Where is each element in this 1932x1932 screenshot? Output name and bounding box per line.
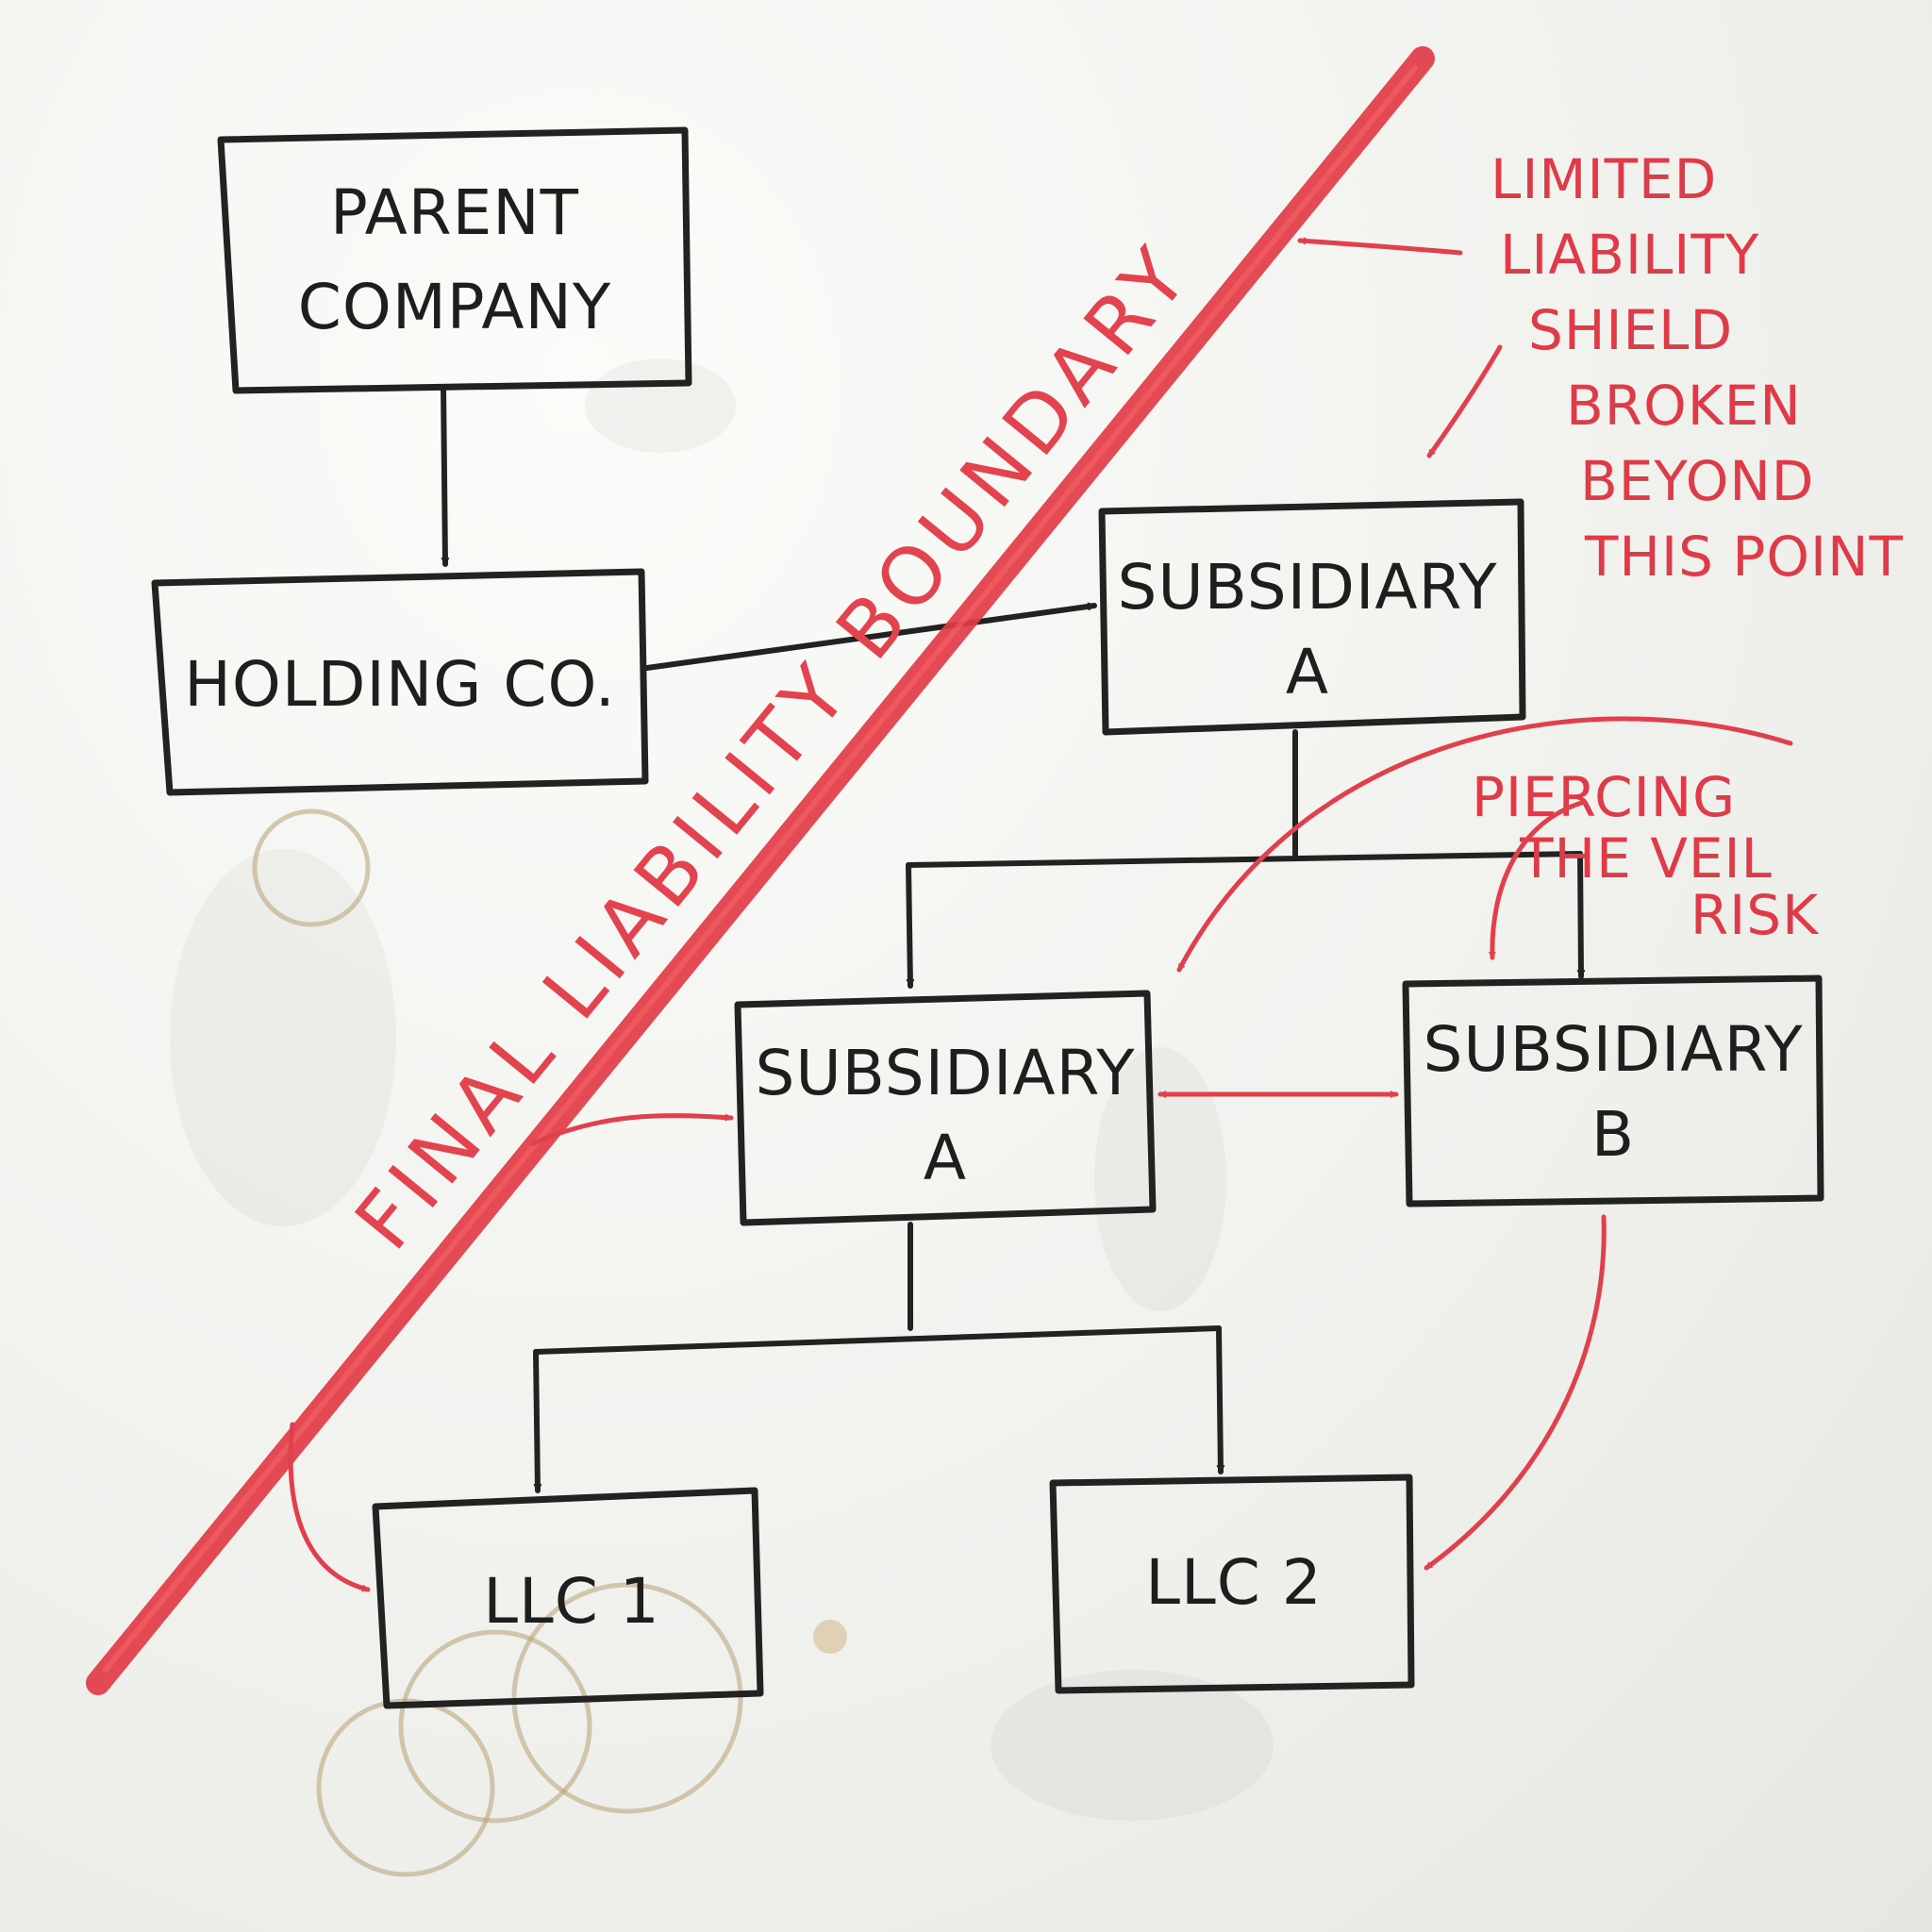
shield-line-3: SHIELD xyxy=(1528,298,1733,362)
subsidiary-b-box: SUBSIDIARY B xyxy=(1402,974,1824,1208)
boundary-to-subsidiary-a-arrow xyxy=(530,1113,734,1146)
shield-line-6: THIS POINT xyxy=(1584,525,1904,589)
llc2-box: LLC 2 xyxy=(1049,1474,1415,1694)
holding-co-label: HOLDING CO. xyxy=(184,648,615,721)
llc2-label: LLC 2 xyxy=(1145,1546,1323,1619)
shield-line-4: BROKEN xyxy=(1566,374,1802,438)
subsidiary-b-label-line1: SUBSIDIARY xyxy=(1423,1013,1803,1086)
subsidiary-a-mid-label-line1: SUBSIDIARY xyxy=(755,1037,1135,1109)
parent-company-box: PARENT COMPANY xyxy=(217,126,692,394)
subsidiary-a-llc-branch xyxy=(533,1222,1222,1355)
coffee-stains xyxy=(252,808,847,1877)
llc1-box: LLC 1 xyxy=(372,1487,764,1709)
subsidiary-b-label-line2: B xyxy=(1591,1098,1635,1171)
subsidiary-a-branch xyxy=(906,729,1583,868)
veil-annotation: PIERCING THE VEIL RISK xyxy=(288,716,1820,1592)
subsidiary-a-mid-label-line2: A xyxy=(924,1122,967,1194)
parent-to-holding-arrow xyxy=(441,384,450,567)
holding-co-box: HOLDING CO. xyxy=(151,568,649,796)
subsidiary-a-top-label-line2: A xyxy=(1286,636,1329,708)
subsidiary-a-mid-box: SUBSIDIARY A xyxy=(734,990,1157,1226)
branch-to-llc1-arrow xyxy=(533,1349,542,1493)
boundary-to-llc1-arrow xyxy=(288,1422,371,1592)
veil-line-3: RISK xyxy=(1690,883,1820,947)
boundary-label: FINAL LIABILITY BOUNDARY xyxy=(338,226,1210,1267)
veil-line-1: PIERCING xyxy=(1472,765,1736,829)
connectors xyxy=(441,384,1586,1493)
subsidiary-b-to-llc2-arrow xyxy=(1424,1214,1607,1571)
holding-to-subsidiary-a-arrow xyxy=(644,602,1097,671)
shield-line-5: BEYOND xyxy=(1580,449,1814,513)
shield-arrow-down xyxy=(1426,344,1503,458)
veil-arrow-to-subsidiary-a xyxy=(1176,716,1793,973)
subsidiary-a-top-box: SUBSIDIARY A xyxy=(1098,498,1526,736)
shield-annotation: LIMITED LIABILITY SHIELD BROKEN BEYOND T… xyxy=(1297,147,1904,589)
llc1-label: LLC 1 xyxy=(483,1565,660,1638)
parent-company-label-line1: PARENT xyxy=(330,176,579,249)
branch-to-llc2-arrow xyxy=(1216,1325,1225,1474)
veil-arrow-to-branch xyxy=(1489,799,1588,960)
board-smudges xyxy=(170,358,1274,1821)
shield-line-2: LIABILITY xyxy=(1500,223,1759,287)
shield-arrow-to-boundary xyxy=(1297,237,1463,256)
branch-to-subsidiary-b-arrow xyxy=(1576,851,1586,979)
subsidiary-a-top-label-line1: SUBSIDIARY xyxy=(1117,551,1497,624)
shield-line-1: LIMITED xyxy=(1491,147,1717,211)
parent-company-label-line2: COMPANY xyxy=(298,271,611,343)
veil-line-2: THE VEIL xyxy=(1519,826,1773,891)
branch-to-subsidiary-a-arrow xyxy=(906,862,915,989)
